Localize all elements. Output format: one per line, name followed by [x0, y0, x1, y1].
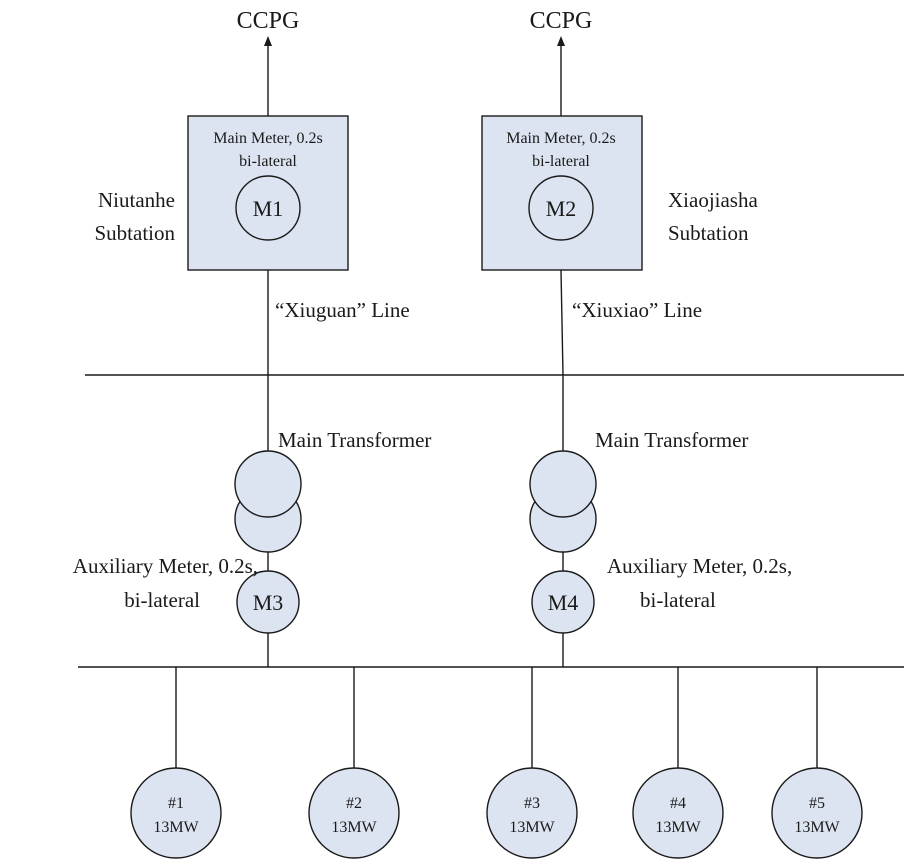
substation-name-right-1: Xiaojiasha	[668, 188, 758, 212]
generator-3-capacity: 13MW	[509, 819, 555, 836]
main-meter-caption-left-2: bi-lateral	[239, 153, 297, 170]
line-label-left: “Xiuguan” Line	[275, 298, 410, 322]
grid-label-right: CCPG	[530, 8, 593, 34]
transformer-label-right: Main Transformer	[595, 428, 748, 452]
generator-1-id: #1	[168, 795, 184, 812]
generator-1-capacity: 13MW	[153, 819, 199, 836]
generator-2-capacity: 13MW	[331, 819, 377, 836]
generator-5-id: #5	[809, 795, 825, 812]
arrow-head-left	[264, 36, 272, 46]
substation-name-right-2: Subtation	[668, 221, 749, 245]
main-meter-caption-left-1: Main Meter, 0.2s	[213, 130, 323, 147]
generator-5-capacity: 13MW	[794, 819, 840, 836]
arrow-head-right	[557, 36, 565, 46]
generator-4-capacity: 13MW	[655, 819, 701, 836]
generator-1	[130, 767, 222, 859]
transformer-label-left: Main Transformer	[278, 428, 431, 452]
meter-m3-label: M3	[253, 590, 284, 615]
meter-m4-label: M4	[548, 590, 579, 615]
generator-2	[308, 767, 400, 859]
generator-4	[632, 767, 724, 859]
line-label-right: “Xiuxiao” Line	[572, 298, 702, 322]
generator-4-id: #4	[670, 795, 686, 812]
aux-meter-caption-right-1: Auxiliary Meter, 0.2s,	[607, 554, 792, 578]
generator-3-id: #3	[524, 795, 540, 812]
meter-m2	[528, 175, 594, 241]
aux-meter-caption-right-2: bi-lateral	[640, 588, 716, 612]
generator-2-id: #2	[346, 795, 362, 812]
main-meter-caption-right-1: Main Meter, 0.2s	[506, 130, 616, 147]
transmission-line-right	[560, 269, 564, 376]
aux-meter-caption-left-2: bi-lateral	[124, 588, 200, 612]
grid-label-left: CCPG	[237, 8, 300, 34]
meter-m1	[235, 175, 301, 241]
substation-name-left-1: Niutanhe	[98, 188, 175, 212]
generator-5	[771, 767, 863, 859]
transformer-left-upper-winding	[234, 450, 302, 518]
meter-m2-label: M2	[546, 196, 577, 221]
meter-m1-label: M1	[253, 196, 284, 221]
generator-3	[486, 767, 578, 859]
main-meter-caption-right-2: bi-lateral	[532, 153, 590, 170]
substation-name-left-2: Subtation	[94, 221, 175, 245]
transformer-right-upper-winding	[529, 450, 597, 518]
aux-meter-caption-left-1: Auxiliary Meter, 0.2s,	[73, 554, 258, 578]
